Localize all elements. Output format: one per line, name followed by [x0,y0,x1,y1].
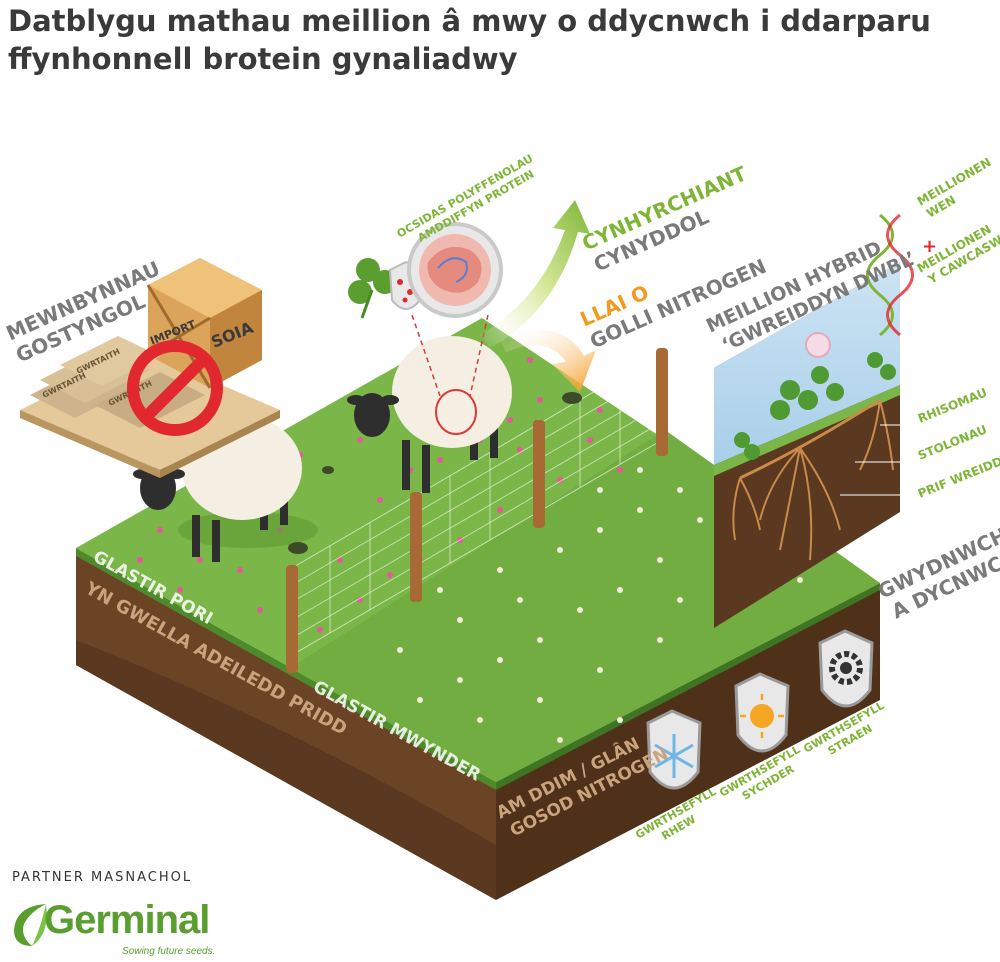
soil-stripe [76,640,496,900]
leaf-icon [14,904,47,946]
imports-group: IMPORT SOIA GWRTAITH GWRTAITH GWRTAITH [20,258,280,478]
root-panel [714,262,918,628]
partner-label: PARTNER MASNACHOL [12,870,193,885]
fence-post [533,420,545,528]
rumen-highlight [435,389,477,435]
clover-leaf-icon [348,258,397,319]
sheep-right [347,314,512,493]
white-clover-label: MEILLIONEN WEN [915,155,994,221]
sheep-left [133,416,318,562]
fence-post [410,492,422,602]
grass-edge-right [496,583,880,790]
frost-shield-icon [646,709,702,790]
dna-icon [866,213,914,337]
nitrogen-loss-arrow [500,330,596,392]
polyphenol-group [348,222,503,319]
wire-fence [286,348,668,673]
fertiliser-bags [30,336,205,428]
prohibition-icon [127,340,223,436]
germinal-logo: Germinal Sowing future seeds. [10,896,250,960]
page-title: Datblygu mathau meillion â mwy o ddycnwc… [8,4,931,76]
productivity-arrow [480,200,590,348]
clover-flower-icon [805,332,831,358]
productivity-label: CYNHYRCHIANT CYNYDDOL [578,161,750,276]
fence-post [286,565,298,673]
brand-name: Germinal [44,898,210,942]
resilience-label: GWYDNWCH A DYCNWCH [874,523,1000,624]
stolons-label: STOLONAU [916,422,989,462]
rhizomes-label: RHISOMAU [916,385,989,425]
plus-sign: + [922,236,937,257]
dung [288,392,582,554]
sun-shield-icon [734,672,790,753]
brand-tagline: Sowing future seeds. [122,946,216,957]
clover-plants [734,352,896,460]
gear-shield-icon [818,629,874,708]
sky-section [714,262,900,465]
fence-post [656,348,668,456]
